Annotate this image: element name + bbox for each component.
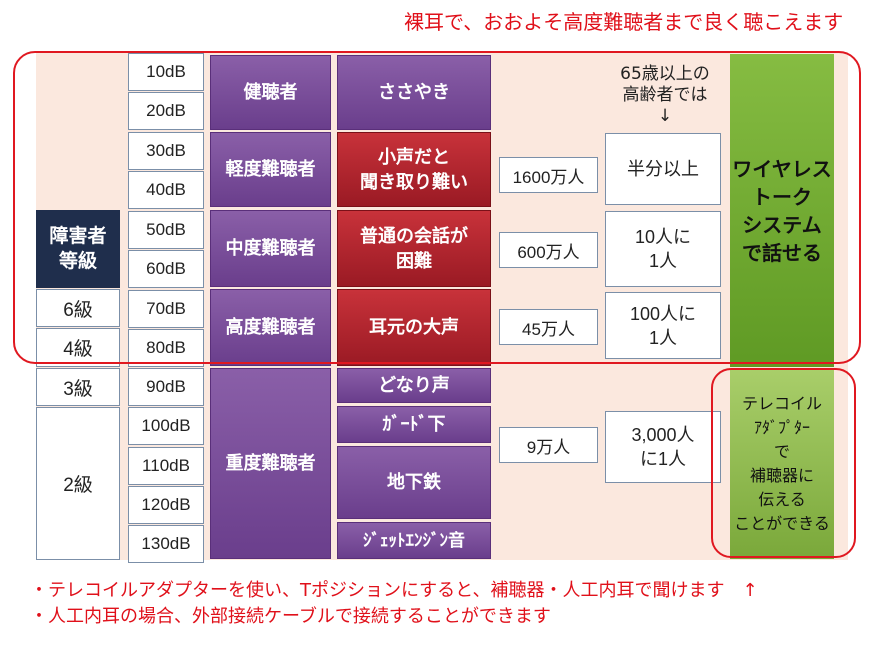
grade-3: 3級: [36, 368, 120, 406]
db-level-cell: 130dB: [128, 525, 204, 563]
category-moderate: 中度難聴者: [210, 210, 331, 287]
footnote-cochlear: ・人工内耳の場合、外部接続ケーブルで接続することができます: [30, 606, 551, 627]
sound-under-overpass: ｶﾞｰﾄﾞ下: [337, 406, 491, 443]
category-normal-hearing: 健聴者: [210, 55, 331, 130]
sound-loud-near-ear: 耳元の大声: [337, 289, 491, 366]
sound-shouting: どなり声: [337, 368, 491, 403]
db-level-cell: 70dB: [128, 290, 204, 328]
header-note: 裸耳で、おおよそ高度難聴者まで良く聴こえます: [404, 10, 844, 34]
db-level-cell: 80dB: [128, 329, 204, 367]
db-level-cell: 30dB: [128, 132, 204, 170]
db-level-cell: 40dB: [128, 171, 204, 209]
wireless-talk-system-label: ワイヤレス トーク システム で話せる: [730, 54, 834, 367]
highlight-oval-telecoil: [711, 368, 856, 558]
sound-small-voice: 小声だと 聞き取り難い: [337, 132, 491, 207]
sound-subway: 地下鉄: [337, 446, 491, 519]
category-mild: 軽度難聴者: [210, 132, 331, 207]
population-severe: 45万人: [499, 309, 598, 345]
sound-jet-engine: ｼﾞｪｯﾄｴﾝｼﾞﾝ音: [337, 522, 491, 559]
population-mild: 1600万人: [499, 157, 598, 193]
db-level-cell: 20dB: [128, 92, 204, 130]
population-moderate: 600万人: [499, 232, 598, 268]
db-level-cell: 50dB: [128, 211, 204, 249]
sound-whisper: ささやき: [337, 55, 491, 130]
grade-6: 6級: [36, 289, 120, 327]
grade-4: 4級: [36, 328, 120, 367]
db-level-cell: 60dB: [128, 250, 204, 288]
category-profound: 重度難聴者: [210, 368, 331, 559]
highlight-oval-wireless: [13, 51, 861, 364]
db-level-cell: 100dB: [128, 407, 204, 445]
elderly-ratio-mild: 半分以上: [605, 133, 721, 205]
grade-2: 2級: [36, 407, 120, 560]
footnote-telecoil: ・テレコイルアダプターを使い、Tポジションにすると、補聴器・人工内耳で聞けます …: [30, 580, 758, 601]
category-severe: 高度難聴者: [210, 289, 331, 366]
elderly-note: 65歳以上の 高齢者では ↓: [620, 64, 710, 126]
db-level-cell: 120dB: [128, 486, 204, 524]
elderly-ratio-severe: 100人に 1人: [605, 292, 721, 359]
population-profound: 9万人: [499, 427, 598, 463]
db-level-cell: 10dB: [128, 53, 204, 91]
disability-grade-label: 障害者 等級: [36, 210, 120, 288]
sound-normal-conversation: 普通の会話が 困難: [337, 210, 491, 287]
elderly-ratio-moderate: 10人に 1人: [605, 211, 721, 287]
elderly-ratio-profound: 3,000人 に1人: [605, 411, 721, 483]
db-level-cell: 90dB: [128, 368, 204, 406]
telecoil-adapter-label: テレコイル ｱﾀﾞﾌﾟﾀｰ で 補聴器に 伝える ことができる: [730, 369, 834, 559]
db-level-cell: 110dB: [128, 447, 204, 485]
